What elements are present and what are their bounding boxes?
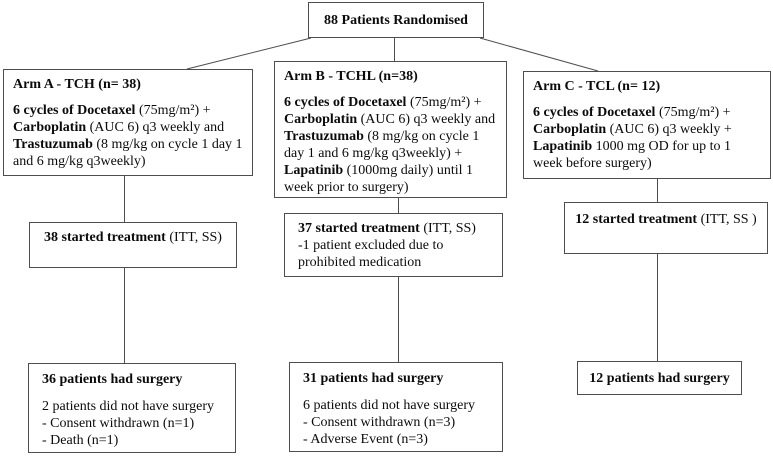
treatment-segment: 6 cycles of Docetaxel <box>13 103 136 118</box>
started-suffix-label: (ITT, SS) <box>165 230 222 245</box>
treatment-segment: Lapatinib <box>533 139 593 154</box>
treatment-segment: (8 mg/kg on cycle 1 day 1 and 6 mg/kg q3… <box>13 137 243 169</box>
arm-b-header: Arm B - TCHL (n=38) <box>284 69 418 84</box>
arm-a-started-box: 38 started treatment (ITT, SS) <box>29 222 237 268</box>
surgery-count-label: 36 patients had surgery <box>42 372 183 387</box>
started-suffix-label: (ITT, SS ) <box>697 212 757 227</box>
surgery-count-label: 31 patients had surgery <box>303 371 444 386</box>
arm-b-treatment-text: 6 cycles of Docetaxel (75mg/m²) + Carbop… <box>284 94 499 196</box>
surgery-note: - Consent withdrawn (n=3) <box>303 415 456 430</box>
treatment-segment: Carboplatin <box>284 112 358 127</box>
treatment-segment: Trastuzumab <box>13 137 93 152</box>
arm-c-header: Arm C - TCL (n= 12) <box>533 79 661 94</box>
randomised-box: 88 Patients Randomised <box>308 2 484 38</box>
arm-a-header: Arm A - TCH (n= 38) <box>13 77 141 92</box>
treatment-segment: 6 cycles of Docetaxel <box>533 105 656 120</box>
started-suffix-label: (ITT, SS) <box>419 221 476 236</box>
treatment-segment: Lapatinib <box>284 163 344 178</box>
started-count-label: 38 started treatment <box>44 230 166 245</box>
treatment-segment: (1000mg daily) until 1 week prior to sur… <box>284 163 474 195</box>
started-count-label: 37 started treatment <box>298 221 420 236</box>
arm-c-treatment-text: 6 cycles of Docetaxel (75mg/m²) + Carbop… <box>533 104 763 172</box>
arm-b-surgery-box: 31 patients had surgery 6 patients did n… <box>289 362 503 452</box>
treatment-segment: 6 cycles of Docetaxel <box>284 95 407 110</box>
connector-top-to-arm-c <box>479 37 599 72</box>
arm-b-started-box: 37 started treatment (ITT, SS) -1 patien… <box>284 213 503 277</box>
arm-a-treatment-text: 6 cycles of Docetaxel (75mg/m²) + Carbop… <box>13 102 245 170</box>
arm-c-started-box: 12 started treatment (ITT, SS ) <box>564 202 768 254</box>
started-line: 37 started treatment (ITT, SS) <box>298 220 492 237</box>
surgery-note: - Consent withdrawn (n=1) <box>42 416 195 431</box>
treatment-segment: (8 mg/kg on cycle 1 day 1 and 6 mg/kg q3… <box>284 129 480 161</box>
surgery-note: 6 patients did not have surgery <box>303 398 475 413</box>
arm-c-treatment-box: Arm C - TCL (n= 12) 6 cycles of Docetaxe… <box>523 71 771 179</box>
arm-a-surgery-box: 36 patients had surgery 2 patients did n… <box>28 363 236 453</box>
treatment-segment: (AUC 6) q3 weekly and <box>86 120 225 135</box>
treatment-segment: (AUC 6) q3 weekly + <box>606 122 732 137</box>
connector-top-to-arm-a <box>186 37 312 70</box>
treatment-segment: Carboplatin <box>533 122 607 137</box>
arm-b-treatment-box: Arm B - TCHL (n=38) 6 cycles of Docetaxe… <box>274 61 507 198</box>
treatment-segment: (75mg/m²) + <box>406 95 482 110</box>
arm-a-treatment-box: Arm A - TCH (n= 38) 6 cycles of Docetaxe… <box>3 69 253 176</box>
surgery-note: - Adverse Event (n=3) <box>303 432 428 447</box>
treatment-segment: (75mg/m²) + <box>135 103 211 118</box>
started-count-label: 12 started treatment <box>575 212 698 227</box>
treatment-segment: (AUC 6) q3 weekly and <box>357 112 496 127</box>
treatment-segment: Carboplatin <box>13 120 87 135</box>
treatment-segment: 1000 mg OD for up to 1 week before surge… <box>533 139 731 171</box>
treatment-segment: Trastuzumab <box>284 129 364 144</box>
surgery-count-label: 12 patients had surgery <box>589 370 730 386</box>
treatment-segment: (75mg/m²) + <box>655 105 731 120</box>
arm-c-surgery-box: 12 patients had surgery <box>577 361 742 395</box>
started-exclusion-note: -1 patient excluded due to prohibited me… <box>298 238 444 270</box>
randomised-label: 88 Patients Randomised <box>324 12 468 28</box>
surgery-note: - Death (n=1) <box>42 433 119 448</box>
surgery-note: 2 patients did not have surgery <box>42 399 214 414</box>
